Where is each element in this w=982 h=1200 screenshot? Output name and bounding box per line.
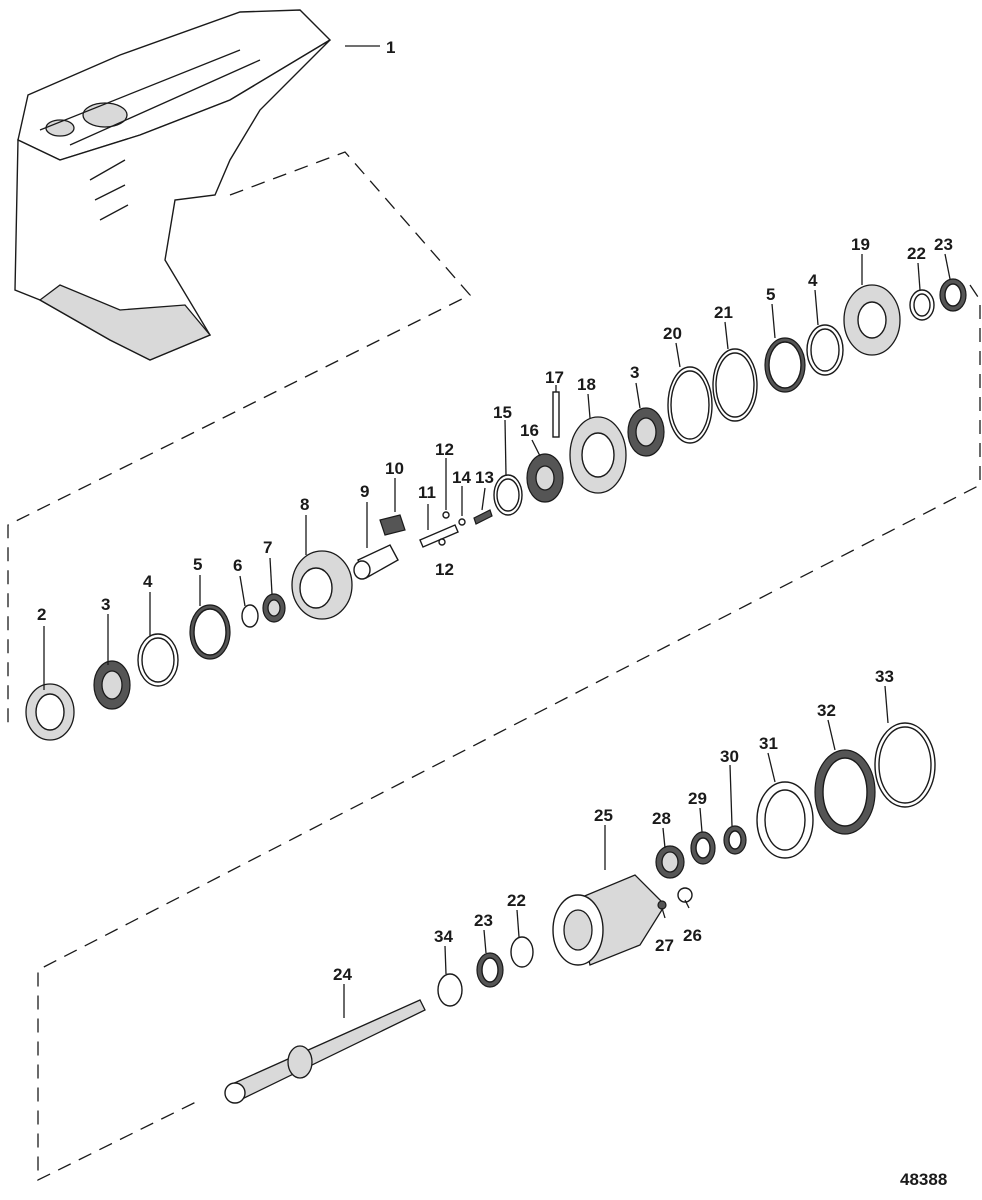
callout-13: 13 [475, 468, 494, 487]
callout-17: 17 [545, 368, 564, 387]
callout-23-bottom: 23 [474, 911, 493, 930]
callout-26: 26 [683, 926, 702, 945]
gear-housing [14, 9, 332, 361]
callout-6: 6 [233, 556, 242, 575]
propshaft-parts [224, 722, 936, 1104]
guide-lines [7, 151, 981, 1182]
callout-25: 25 [594, 806, 613, 825]
callout-9: 9 [360, 482, 369, 501]
callout-22-bottom: 22 [507, 891, 526, 910]
callout-1: 1 [386, 38, 395, 57]
callout-16: 16 [520, 421, 539, 440]
callout-10: 10 [385, 459, 404, 478]
callout-labels: 1 2 3 4 5 6 7 8 9 10 11 12 12 13 14 15 1… [37, 38, 953, 984]
callout-7: 7 [263, 538, 272, 557]
callout-24: 24 [333, 965, 352, 984]
callout-34: 34 [434, 927, 453, 946]
callout-28: 28 [652, 809, 671, 828]
front-gear-parts [25, 278, 967, 741]
callout-32: 32 [817, 701, 836, 720]
callout-3: 3 [101, 595, 110, 614]
callout-22-top: 22 [907, 244, 926, 263]
callout-8: 8 [300, 495, 309, 514]
callout-3-rear: 3 [630, 363, 639, 382]
callout-4-rear: 4 [808, 271, 818, 290]
callout-30: 30 [720, 747, 739, 766]
callout-27: 27 [655, 936, 674, 955]
callout-2: 2 [37, 605, 46, 624]
callout-4: 4 [143, 572, 153, 591]
callout-12-top: 12 [435, 440, 454, 459]
callout-29: 29 [688, 789, 707, 808]
callout-15: 15 [493, 403, 512, 422]
callout-19: 19 [851, 235, 870, 254]
callout-21: 21 [714, 303, 733, 322]
callout-20: 20 [663, 324, 682, 343]
leader-lines [43, 45, 951, 1018]
callout-23-top: 23 [934, 235, 953, 254]
callout-31: 31 [759, 734, 778, 753]
callout-33: 33 [875, 667, 894, 686]
callout-5: 5 [193, 555, 202, 574]
callout-11: 11 [418, 483, 436, 502]
callout-12-bottom: 12 [435, 560, 454, 579]
drawing-number: 48388 [900, 1170, 948, 1189]
callout-18: 18 [577, 375, 596, 394]
callout-5-rear: 5 [766, 285, 775, 304]
callout-14: 14 [452, 468, 471, 487]
